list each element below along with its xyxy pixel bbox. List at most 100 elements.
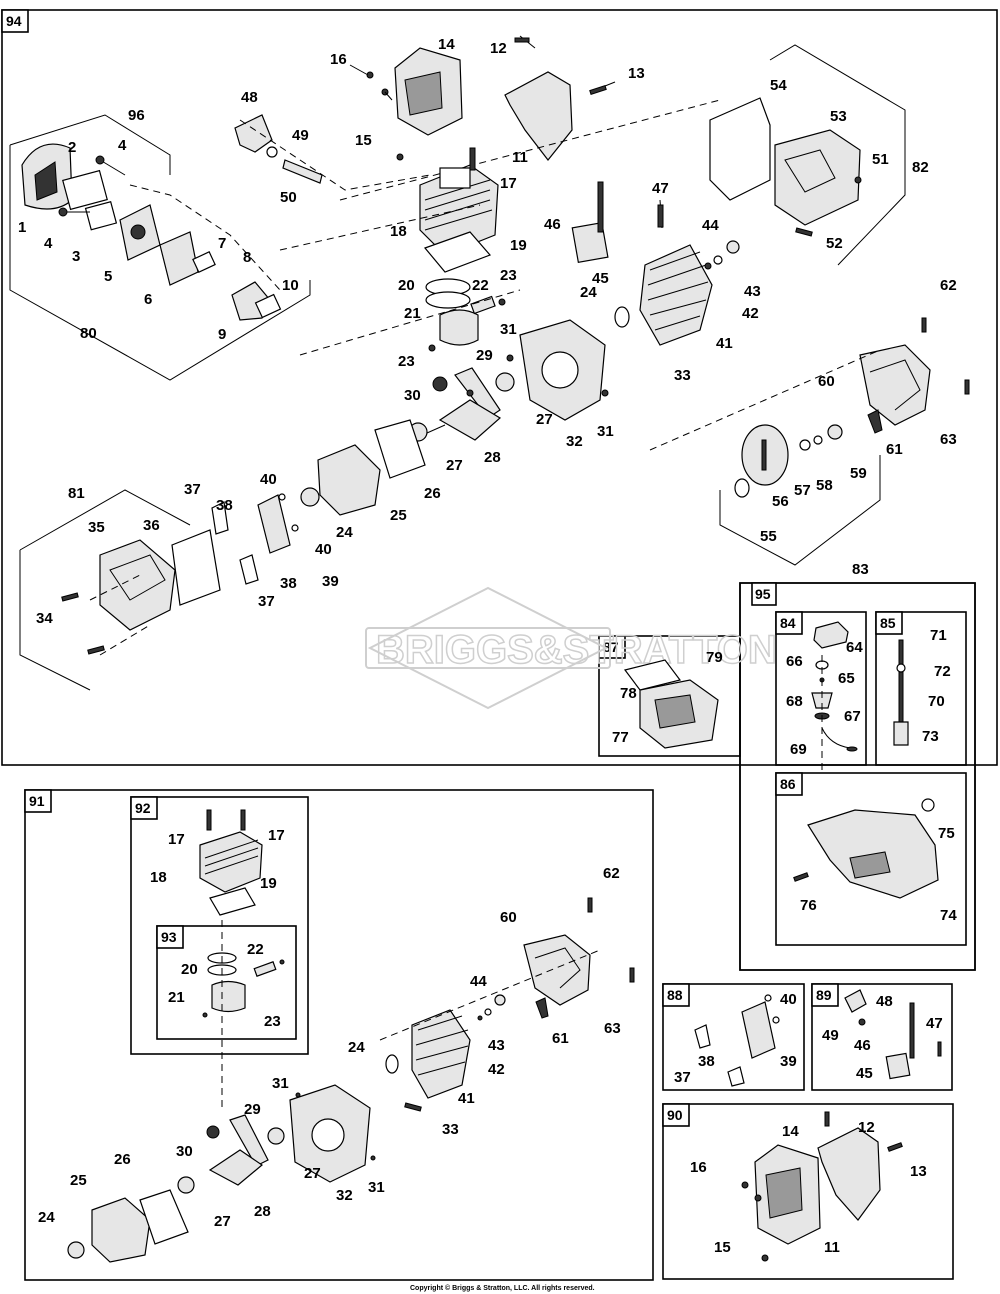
callout-64: 64 (846, 639, 863, 656)
callout-23: 23 (264, 1013, 281, 1030)
fuel-line (898, 639, 904, 723)
callout-17b: 17 (268, 827, 285, 844)
callout-62: 62 (940, 277, 957, 294)
watermark-text: BRIGGS&STRATTON (376, 628, 777, 672)
callout-15: 15 (714, 1239, 731, 1256)
frame-88 (662, 983, 805, 1091)
callout-48: 48 (241, 89, 258, 106)
section-85: 71 72 70 73 (893, 627, 951, 746)
callout-41: 41 (458, 1090, 475, 1107)
callout-38b: 38 (280, 575, 297, 592)
callout-42: 42 (742, 305, 759, 322)
cylinder-kit (199, 831, 263, 893)
callout-47: 47 (652, 180, 669, 197)
callout-3: 3 (72, 248, 80, 265)
callout-11: 11 (512, 149, 528, 166)
callout-38a: 38 (216, 497, 233, 514)
section-89: 48 47 49 46 45 (822, 989, 943, 1082)
kit-tag-84: 84 (780, 615, 796, 631)
callout-32: 32 (566, 433, 583, 450)
callout-30: 30 (176, 1143, 193, 1160)
callout-32: 32 (336, 1187, 353, 1204)
callout-40: 40 (780, 991, 797, 1008)
callout-13: 13 (910, 1163, 927, 1180)
callout-31b: 31 (368, 1179, 385, 1196)
callout-36: 36 (143, 517, 160, 534)
cylinder-cover (504, 71, 573, 161)
callout-67: 67 (844, 708, 861, 725)
callout-61: 61 (552, 1030, 569, 1047)
callout-30: 30 (404, 387, 421, 404)
callout-21: 21 (168, 989, 185, 1006)
oil-seal-a (495, 372, 515, 392)
section-86: 75 76 74 (793, 798, 957, 924)
callout-57: 57 (794, 482, 811, 499)
callout-15: 15 (355, 132, 372, 149)
callout-6: 6 (144, 291, 152, 308)
callout-76: 76 (800, 897, 817, 914)
callout-45: 45 (856, 1065, 873, 1082)
callout-41: 41 (716, 335, 733, 352)
section-94-callouts: 1 2 3 4 4 96 5 6 7 8 9 10 80 48 49 50 16… (18, 36, 957, 627)
callout-24b: 24 (336, 524, 353, 541)
callout-54: 54 (770, 77, 787, 94)
callout-63: 63 (604, 1020, 621, 1037)
air-filter (62, 169, 108, 211)
muffler-shield (709, 97, 771, 201)
section-90: 12 14 16 13 15 11 (690, 1111, 927, 1262)
callout-56: 56 (772, 493, 789, 510)
callout-37b: 37 (258, 593, 275, 610)
callout-37a: 37 (184, 481, 201, 498)
callout-5: 5 (104, 268, 112, 285)
callout-27a: 27 (304, 1165, 321, 1182)
callout-70: 70 (928, 693, 945, 710)
callout-69: 69 (790, 741, 807, 758)
section-87: 79 78 77 (612, 649, 723, 749)
heat-shield (774, 129, 861, 226)
cylinder-cover-b (817, 1127, 881, 1221)
callout-82: 82 (912, 159, 929, 176)
callout-35: 35 (88, 519, 105, 536)
kit-tag-94: 94 (6, 13, 22, 29)
kit-tag-85: 85 (880, 615, 896, 631)
callout-14: 14 (782, 1123, 799, 1140)
callout-16: 16 (330, 51, 347, 68)
callout-68: 68 (786, 693, 803, 710)
frame-89 (811, 983, 953, 1091)
ignition-module (571, 221, 609, 264)
callout-25: 25 (70, 1172, 87, 1189)
callout-53: 53 (830, 108, 847, 125)
copyright-text: Copyright © Briggs & Stratton, LLC. All … (410, 1284, 595, 1292)
kit-tag-91: 91 (29, 793, 45, 809)
callout-60: 60 (818, 373, 835, 390)
frame-84 (775, 611, 867, 766)
callout-43: 43 (488, 1037, 505, 1054)
callout-13: 13 (628, 65, 645, 82)
callout-29: 29 (476, 347, 493, 364)
callout-29: 29 (244, 1101, 261, 1118)
watermark-logo: BRIGGS&STRATTON (365, 586, 778, 710)
callout-16: 16 (690, 1159, 707, 1176)
washer (614, 306, 630, 328)
callout-58: 58 (816, 477, 833, 494)
crankcase-half (317, 444, 381, 516)
kit-tag-89: 89 (816, 987, 832, 1003)
kit-frames (1, 9, 998, 1281)
callout-7: 7 (218, 235, 226, 252)
kit-tag-90: 90 (667, 1107, 683, 1123)
crankshaft-b (208, 1149, 263, 1186)
frame-92 (130, 796, 309, 1055)
cylinder-gasket (423, 231, 492, 273)
callout-31a: 31 (500, 321, 517, 338)
frame-90 (662, 1103, 954, 1280)
callout-17: 17 (500, 175, 517, 192)
section-91: 17 17 18 19 20 22 21 23 62 60 63 61 44 4… (38, 809, 635, 1263)
callout-22: 22 (472, 277, 489, 294)
callout-18: 18 (390, 223, 407, 240)
flywheel (639, 244, 713, 346)
fuel-cap (813, 621, 849, 649)
callout-23b: 23 (398, 353, 415, 370)
callout-72: 72 (934, 663, 951, 680)
callout-20: 20 (181, 961, 198, 978)
callout-79: 79 (706, 649, 723, 666)
